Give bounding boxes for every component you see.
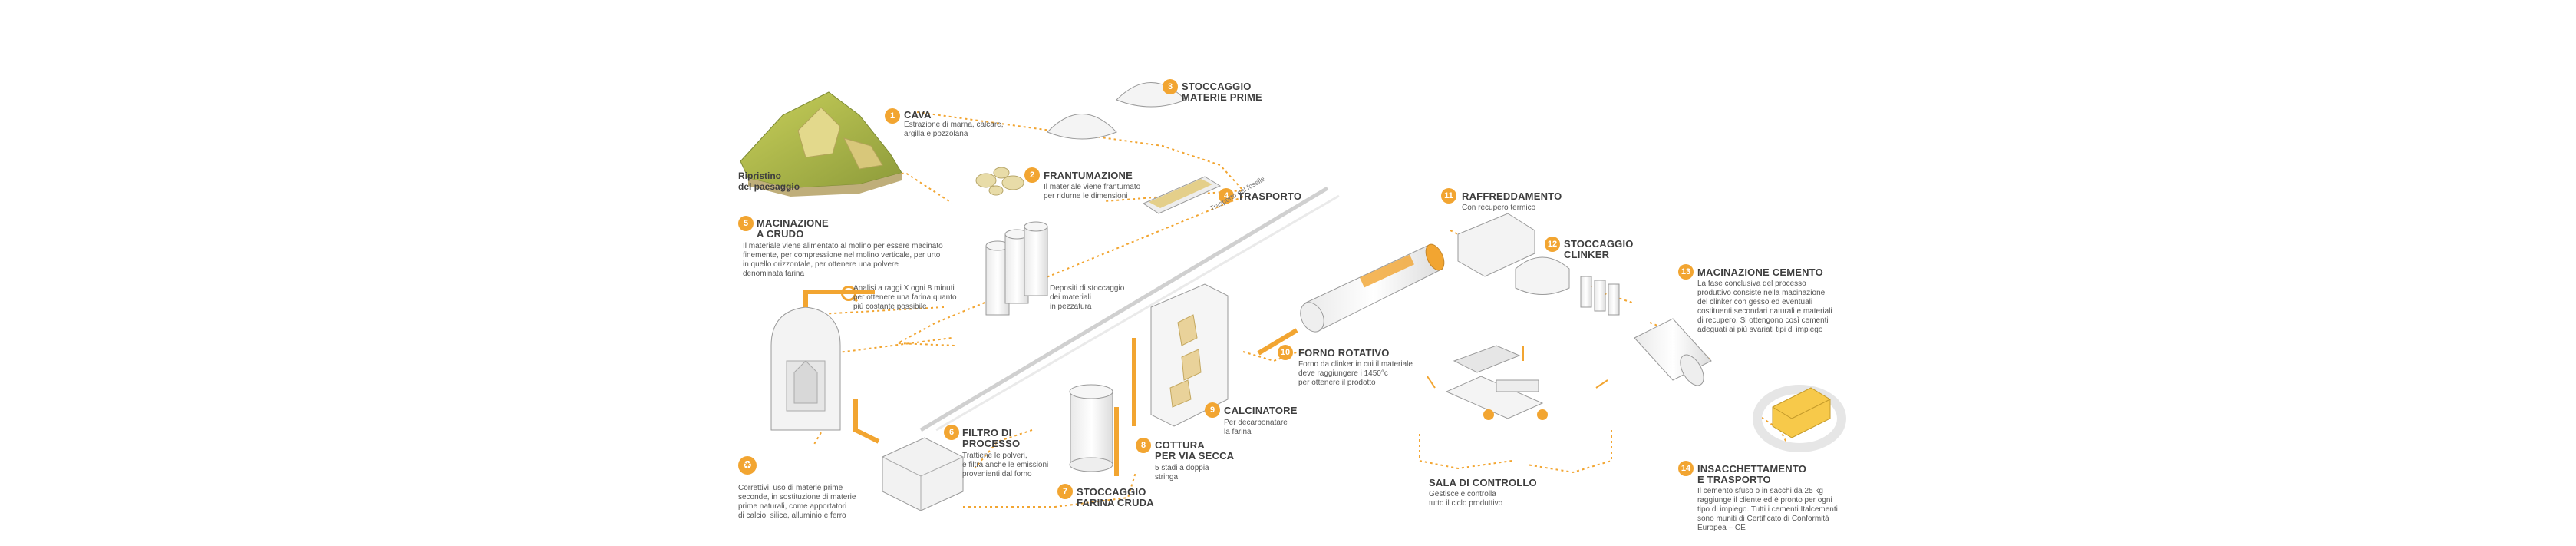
step-desc-raffreddamento: Con recupero termico <box>1462 204 1536 212</box>
step-badge-5: 5 <box>738 216 754 231</box>
process-filter <box>882 437 964 511</box>
step-desc-macinazione-crudo: Il materiale viene alimentato al molino … <box>743 242 943 278</box>
analisi-note: Analisi a raggi X ogni 8 minuti per otte… <box>853 284 957 311</box>
raw-silos <box>985 221 1048 316</box>
step-title-macinazione-cemento: MACINAZIONE CEMENTO <box>1697 266 1823 278</box>
step-title-cava: CAVA <box>904 109 932 121</box>
delivery-truck <box>1753 385 1846 452</box>
conveyor-belt <box>919 186 1340 432</box>
recycle-icon: ♻ <box>738 456 757 475</box>
step-badge-10: 10 <box>1278 345 1293 360</box>
quarry-illustration <box>740 91 902 197</box>
raw-mill <box>770 306 841 431</box>
step-title-stoccaggio-materie: STOCCAGGIO MATERIE PRIME <box>1182 81 1262 103</box>
ripristino-label: Ripristino del paesaggio <box>738 170 800 192</box>
step-badge-7: 7 <box>1057 484 1073 499</box>
step-title-filtro: FILTRO DI PROCESSO <box>962 427 1021 449</box>
step-badge-4: 4 <box>1219 188 1234 204</box>
magnifier-icon <box>841 286 856 301</box>
step-badge-12: 12 <box>1545 237 1560 252</box>
step-badge-3: 3 <box>1163 79 1178 94</box>
step-title-forno: FORNO ROTATIVO <box>1298 347 1390 359</box>
step-desc-frantumazione: Il materiale viene frantumato per ridurn… <box>1044 183 1141 200</box>
step-desc-filtro: Trattiene le polveri, e filtra anche le … <box>962 452 1049 478</box>
step-desc-macinazione-cemento: La fase conclusiva del processo produtti… <box>1697 280 1832 334</box>
step-desc-calcinatore: Per decarbonatare la farina <box>1224 419 1288 436</box>
step-title-calcinatore: CALCINATORE <box>1224 405 1298 416</box>
clinker-storage <box>1515 256 1620 316</box>
raw-meal-silo <box>1069 384 1113 472</box>
step-title-stoccaggio-clinker: STOCCAGGIO CLINKER <box>1564 238 1634 260</box>
step-badge-11: 11 <box>1441 188 1456 204</box>
clinker-cooler <box>1457 213 1535 277</box>
transport-conveyor <box>1142 176 1222 214</box>
step-title-cottura: COTTURA PER VIA SECCA <box>1155 439 1235 462</box>
control-room <box>1427 345 1608 420</box>
step-badge-2: 2 <box>1024 167 1040 183</box>
step-badge-14: 14 <box>1678 461 1694 476</box>
preheater-tower <box>1132 283 1229 427</box>
cement-mill <box>1634 318 1712 386</box>
depositi-note: Depositi di stoccaggio dei materiali in … <box>1050 284 1125 311</box>
step-badge-8: 8 <box>1136 438 1151 453</box>
rock-piles <box>975 167 1024 196</box>
step-badge-1: 1 <box>885 108 900 124</box>
step-title-stoccaggio-farina: STOCCAGGIO FARINA CRUDA <box>1077 486 1154 508</box>
step-title-insacchettamento: INSACCHETTAMENTO E TRASPORTO <box>1697 463 1807 485</box>
step-badge-9: 9 <box>1205 402 1220 418</box>
step-title-macinazione-crudo: MACINAZIONE A CRUDO <box>757 217 829 240</box>
step-title-raffreddamento: RAFFREDDAMENTO <box>1462 190 1562 202</box>
step-desc-forno: Forno da clinker in cui il materiale dev… <box>1298 360 1413 387</box>
sala-controllo-title: SALA DI CONTROLLO <box>1429 477 1537 488</box>
sala-controllo-desc: Gestisce e controlla tutto il ciclo prod… <box>1429 490 1503 508</box>
step-desc-cottura: 5 stadi a doppia stringa <box>1155 464 1209 481</box>
step-desc-cava: Estrazione di marna, calcare, argilla e … <box>904 121 1004 138</box>
rotary-kiln <box>1300 243 1445 333</box>
step-desc-insacchettamento: Il cemento sfuso o in sacchi da 25 kg ra… <box>1697 487 1838 532</box>
step-title-frantumazione: FRANTUMAZIONE <box>1044 170 1133 181</box>
step-title-trasporto: TRASPORTO <box>1238 190 1302 202</box>
step-badge-6: 6 <box>944 425 959 440</box>
step-badge-13: 13 <box>1678 264 1694 280</box>
correttivi-note: Correttivi, uso di materie prime seconde… <box>738 484 856 520</box>
